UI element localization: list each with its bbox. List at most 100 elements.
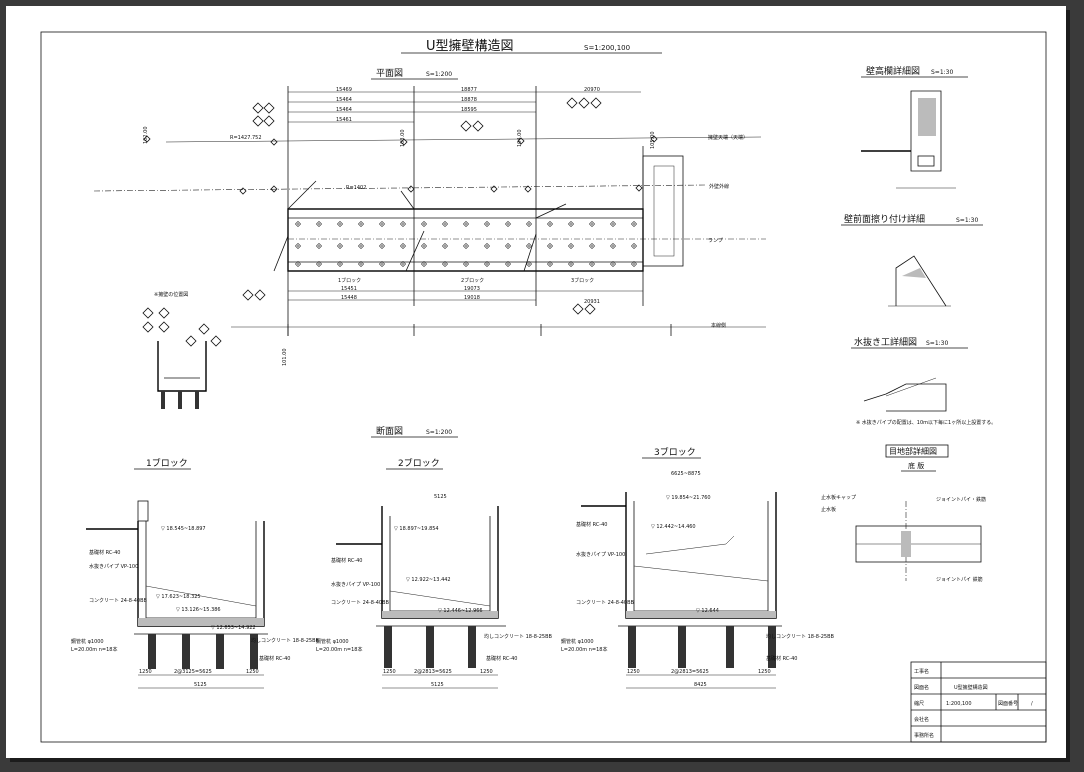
position-diagram: ※擁壁の位置図 — [142, 291, 222, 409]
callout-text: 基礎材 RC-40 — [259, 655, 290, 662]
detail-scale: S=1:30 — [926, 340, 948, 347]
pile — [426, 626, 434, 668]
plan-dim: 18595 — [461, 107, 477, 113]
pile-marker — [505, 221, 511, 227]
plan-dim: 19073 — [464, 286, 480, 292]
section-title: 断面図 — [376, 425, 403, 437]
pile-marker — [484, 243, 490, 249]
pile-marker — [316, 221, 322, 227]
plan-block-label: 3ブロック — [571, 277, 594, 284]
section-scale: S=1:200 — [426, 429, 452, 436]
title-block-label: 図面番号 — [998, 700, 1018, 707]
pile-marker — [589, 243, 595, 249]
section-block-3: 3ブロック 1250 2@2813=5625 1250 8425 6625~88… — [561, 446, 835, 689]
title-block-label: 縮尺 — [914, 700, 924, 707]
plan-callout-markers — [242, 97, 602, 315]
pile-marker — [568, 221, 574, 227]
pile-marker — [442, 261, 448, 267]
level-text: ▽ 13.126~15.386 — [176, 607, 221, 613]
title-block-label: 図面名 — [914, 684, 929, 691]
pile — [384, 626, 392, 668]
pile-marker — [526, 261, 532, 267]
detail-subtitle: 底 版 — [908, 461, 924, 470]
plan-dim: 15464 — [336, 107, 352, 113]
pile-marker — [610, 243, 616, 249]
plan-stations: 101.00 102.00 103.00 104.00 105.00 — [143, 127, 672, 367]
pile-marker — [505, 243, 511, 249]
plan-dim: 18877 — [461, 87, 477, 93]
level-text: ▽ 12.442~14.460 — [651, 524, 696, 530]
plan-top-dimensions: 15469 18877 20970 15464 18878 15464 1859… — [288, 87, 641, 123]
pile-marker — [589, 221, 595, 227]
section-block-1: 1ブロック 1250 2@3125=5625 1250 5125 ▽ 18.54… — [71, 457, 320, 689]
dim-text: 1250 — [139, 669, 152, 675]
pile-marker — [589, 261, 595, 267]
joint-label: ジョイントパイ・鉄筋 — [936, 496, 986, 503]
level-text: ▽ 19.854~21.760 — [666, 495, 711, 501]
plan-radius-label: R=1402 — [346, 185, 366, 191]
plan-view: 平面図 S=1:200 15469 18877 20970 15464 1887… — [93, 68, 766, 367]
pile-marker — [295, 221, 301, 227]
pile-marker — [295, 261, 301, 267]
pile-marker — [337, 243, 343, 249]
drawing-number: / — [1031, 701, 1033, 707]
dim-text: 5125 — [431, 682, 444, 688]
detail-title: 目地部詳細図 — [889, 446, 937, 456]
pile-marker — [442, 243, 448, 249]
pile-marker — [337, 221, 343, 227]
detail-joint: 目地部詳細図 底 版 止水板キャップ ジョイントパイ・鉄筋 止水板 ジョイントパ… — [821, 444, 986, 583]
plan-station: 101.00 — [282, 349, 288, 367]
pile-marker — [421, 221, 427, 227]
level-text: ▽ 12.922~13.442 — [406, 577, 451, 583]
plan-right-label: 本線側 — [711, 322, 726, 329]
callout-text: コンクリート 24-8-40BB — [331, 600, 390, 606]
pile-marker — [316, 261, 322, 267]
dim-text: 1250 — [627, 669, 640, 675]
detail-parapet: 壁高欄詳細図 S=1:30 — [861, 65, 968, 189]
pile — [628, 626, 636, 668]
title-block-label: 会社名 — [914, 716, 929, 723]
dim-text: 2@2813=5625 — [414, 669, 452, 675]
dim-text: 1250 — [480, 669, 493, 675]
callout-text: 鋼管杭 φ1000 — [561, 638, 594, 645]
pile-marker — [610, 221, 616, 227]
pile-marker — [358, 261, 364, 267]
callout-text: 鋼管杭 φ1000 — [71, 638, 104, 645]
pile-marker — [337, 261, 343, 267]
section-view: 断面図 S=1:200 — [371, 425, 458, 438]
pile-marker — [442, 221, 448, 227]
level-text: ▽ 12.644 — [696, 608, 719, 614]
callout-text: 均しコンクリート 18-8-25BB — [484, 633, 553, 640]
pile — [216, 634, 224, 669]
drain-note: ※ 水抜きパイプの配置は、10m以下毎に1ヶ所以上設置する。 — [856, 419, 996, 426]
callout-text: 水抜きパイプ VP-100 — [331, 581, 380, 588]
plan-dim: 20931 — [584, 299, 600, 305]
pile-marker — [358, 243, 364, 249]
pile-marker — [631, 221, 637, 227]
detail-chamfer: 壁前面擦り付け詳細 S=1:30 — [841, 213, 983, 307]
pile-marker — [631, 243, 637, 249]
pile — [768, 626, 776, 668]
callout-text: 水抜きパイプ VP-100 — [89, 563, 138, 570]
dim-text: 1250 — [758, 669, 771, 675]
plan-station: 102.00 — [143, 127, 149, 145]
level-text: ▽ 18.897~19.854 — [394, 526, 439, 532]
callout-text: コンクリート 24-8-40BB — [89, 598, 148, 604]
detail-title: 水抜き工詳細図 — [854, 336, 917, 348]
level-text: ▽ 17.623~18.325 — [156, 594, 201, 600]
pile-marker — [421, 261, 427, 267]
pile-marker — [421, 243, 427, 249]
main-title: U型擁壁構造図 S=1:200,100 — [401, 39, 662, 54]
dim-text: 6625~8875 — [671, 471, 701, 477]
main-title-scale: S=1:200,100 — [584, 44, 630, 52]
plan-dim: 15464 — [336, 97, 352, 103]
title-block: 工事名 図面名 U型擁壁構造図 縮尺 1:200,100 図面番号 / 会社名 … — [910, 661, 1047, 743]
dim-text: 5125 — [194, 682, 207, 688]
pile-marker — [526, 243, 532, 249]
pile-marker — [463, 243, 469, 249]
pile-marker — [547, 261, 553, 267]
plan-dim: 15451 — [341, 286, 357, 292]
pile-marker — [358, 221, 364, 227]
block-title: 3ブロック — [654, 446, 696, 458]
plan-right-label: 外壁外線 — [709, 183, 729, 190]
